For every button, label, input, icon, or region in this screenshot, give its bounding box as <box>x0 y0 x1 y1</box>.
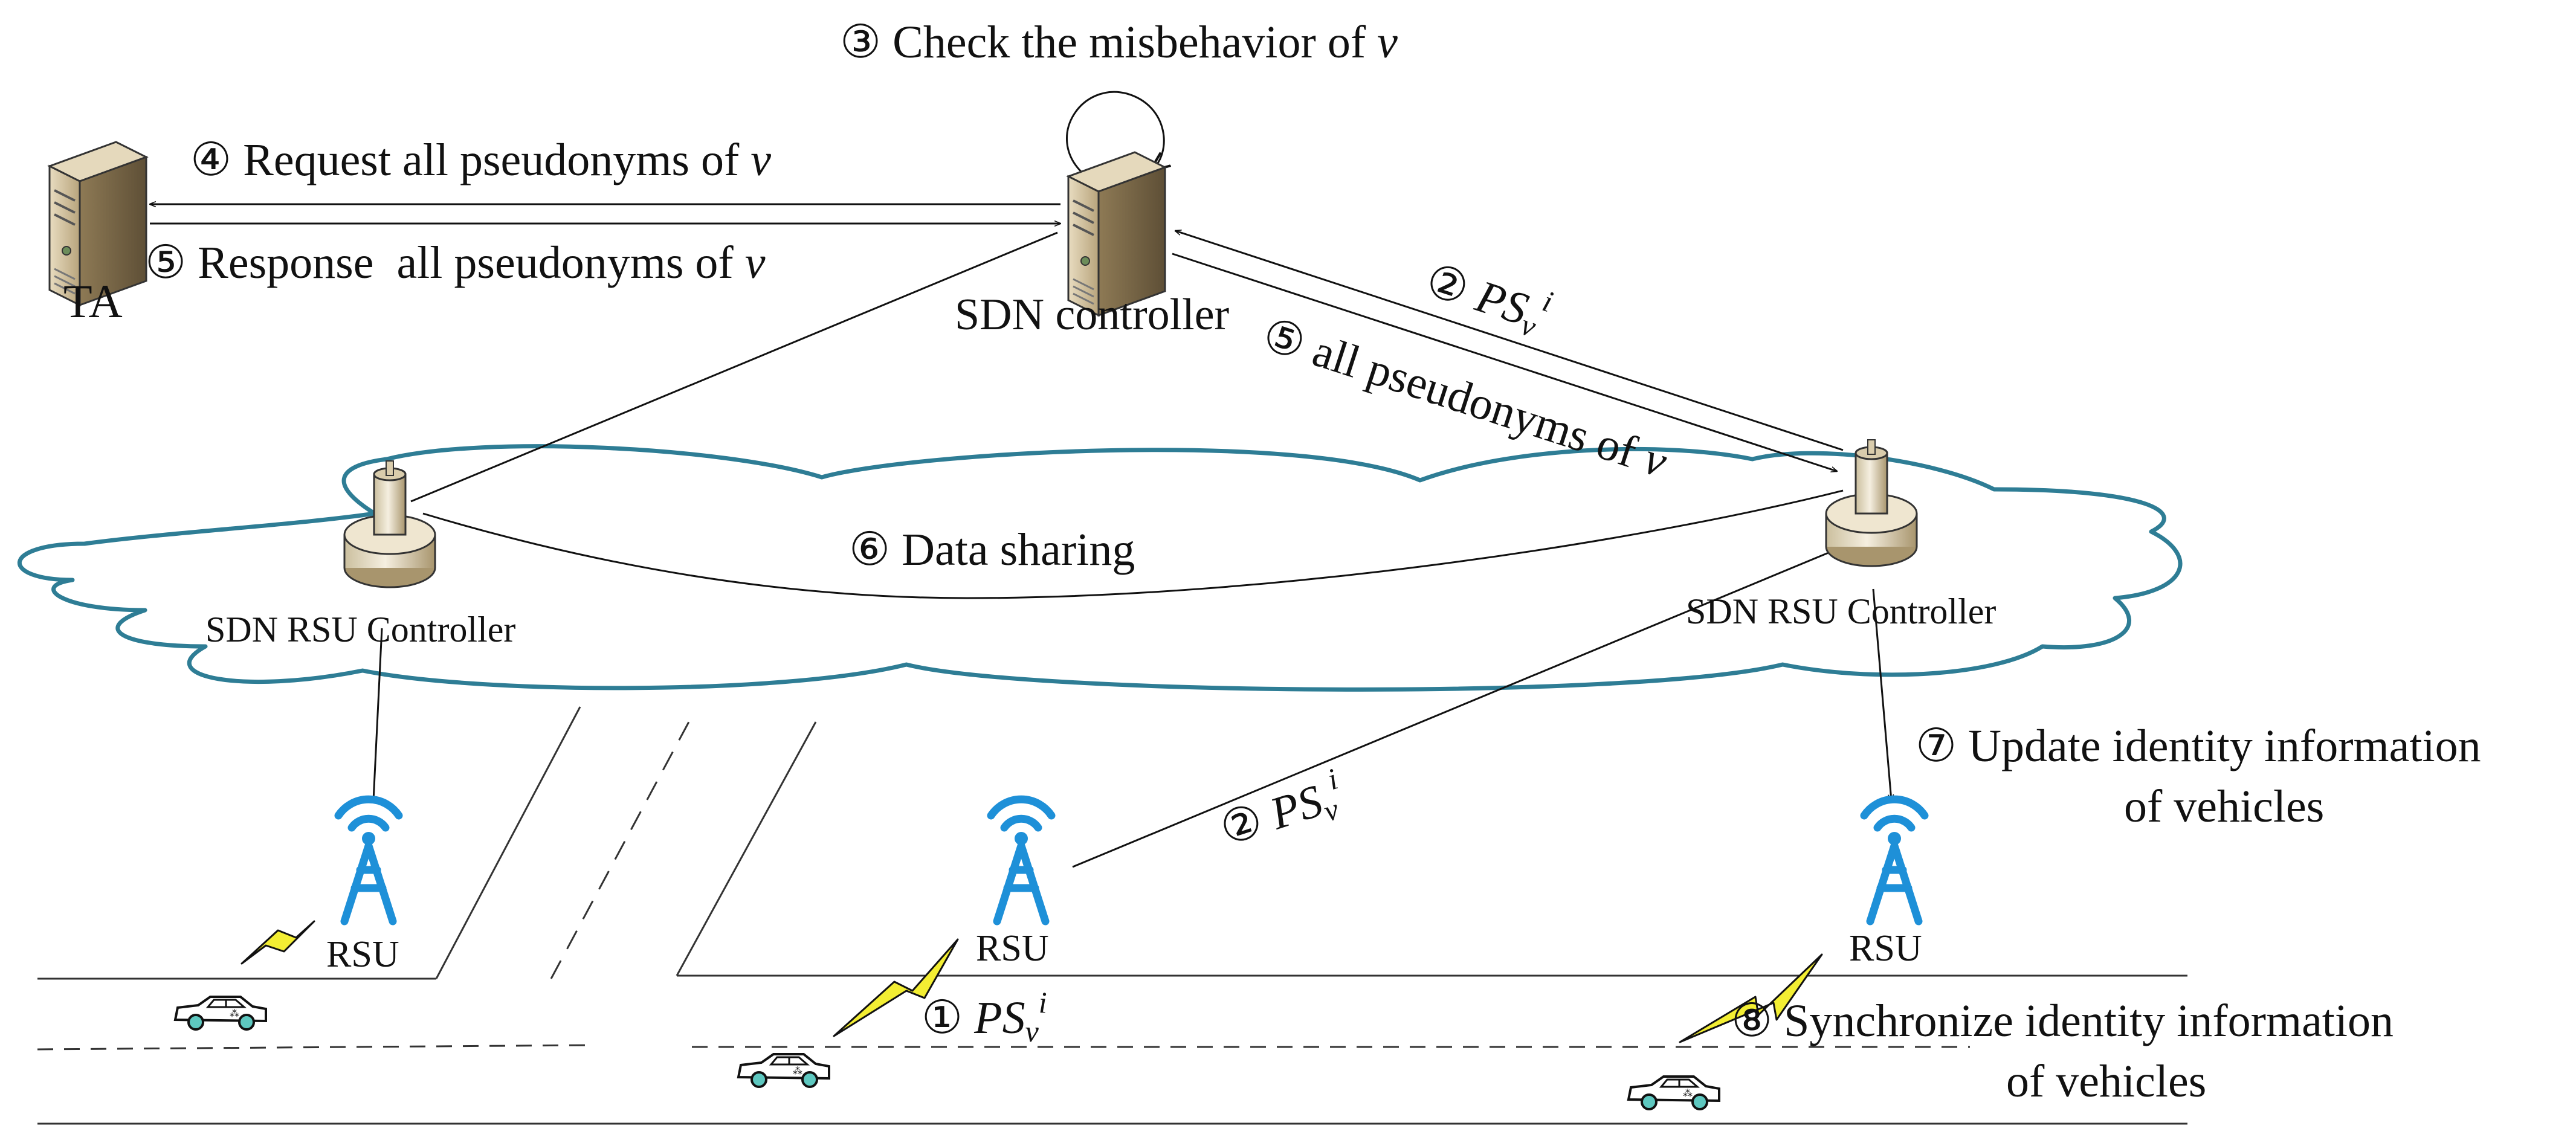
lightning-bolt-icon <box>240 920 1823 1043</box>
rsu-controller-icon <box>343 460 436 588</box>
connection-lines <box>150 91 1891 868</box>
road-network <box>37 706 2187 1125</box>
radio-tower-icon <box>1864 799 1925 921</box>
rsu-middle-label: RSU <box>976 928 1049 969</box>
step-7-label: ⑦ Update identity information <box>1916 721 2481 771</box>
step-8-label: ⑧ Synchronize identity information <box>1731 996 2394 1046</box>
arrow-pseudonyms-to-rsuctrl <box>1172 253 1837 471</box>
arrow-update-to-rsu <box>1872 588 1891 800</box>
self-loop-arrow <box>1066 91 1164 172</box>
step-2-top-label: ② PSvi <box>1418 248 1557 346</box>
arrow-ps-to-sdn <box>1175 231 1844 451</box>
line-sdn-to-left-rsuctrl <box>410 231 1058 503</box>
cloud-icon <box>18 444 2183 692</box>
step-6-label: ⑥ Data sharing <box>849 524 1135 575</box>
rsu-controller-left-label: SDN RSU Controller <box>205 610 515 649</box>
arrow-rsu-to-right-rsuctrl <box>1072 547 1840 868</box>
car-icon <box>737 1053 830 1088</box>
rsu-left-label: RSU <box>326 934 399 975</box>
rsu-controller-right-label: SDN RSU Controller <box>1686 591 1996 631</box>
step-1-label: ① PSvi <box>922 985 1047 1048</box>
step-5-response-label: ⑤ Response all pseudonyms of v <box>145 237 766 288</box>
ta-label: TA <box>63 275 123 327</box>
radio-tower-icon <box>991 799 1051 921</box>
step-3-label: ③ Check the misbehavior of v <box>840 17 1398 68</box>
rsu-right-label: RSU <box>1849 928 1922 969</box>
sdn-controller-label: SDN controller <box>955 290 1229 340</box>
step-2-bottom-label: ② PSvi <box>1212 762 1351 860</box>
line-left-rsuctrl-to-rsu <box>372 628 383 801</box>
radio-tower-icon <box>338 799 399 921</box>
car-icon <box>174 996 267 1031</box>
line-data-sharing <box>422 489 1844 599</box>
step-7-label-line2: of vehicles <box>2124 781 2324 832</box>
car-icon <box>1627 1075 1720 1110</box>
step-4-label: ④ Request all pseudonyms of v <box>190 135 771 185</box>
step-8-label-line2: of vehicles <box>2006 1056 2206 1107</box>
rsu-controller-icon <box>1825 439 1918 567</box>
